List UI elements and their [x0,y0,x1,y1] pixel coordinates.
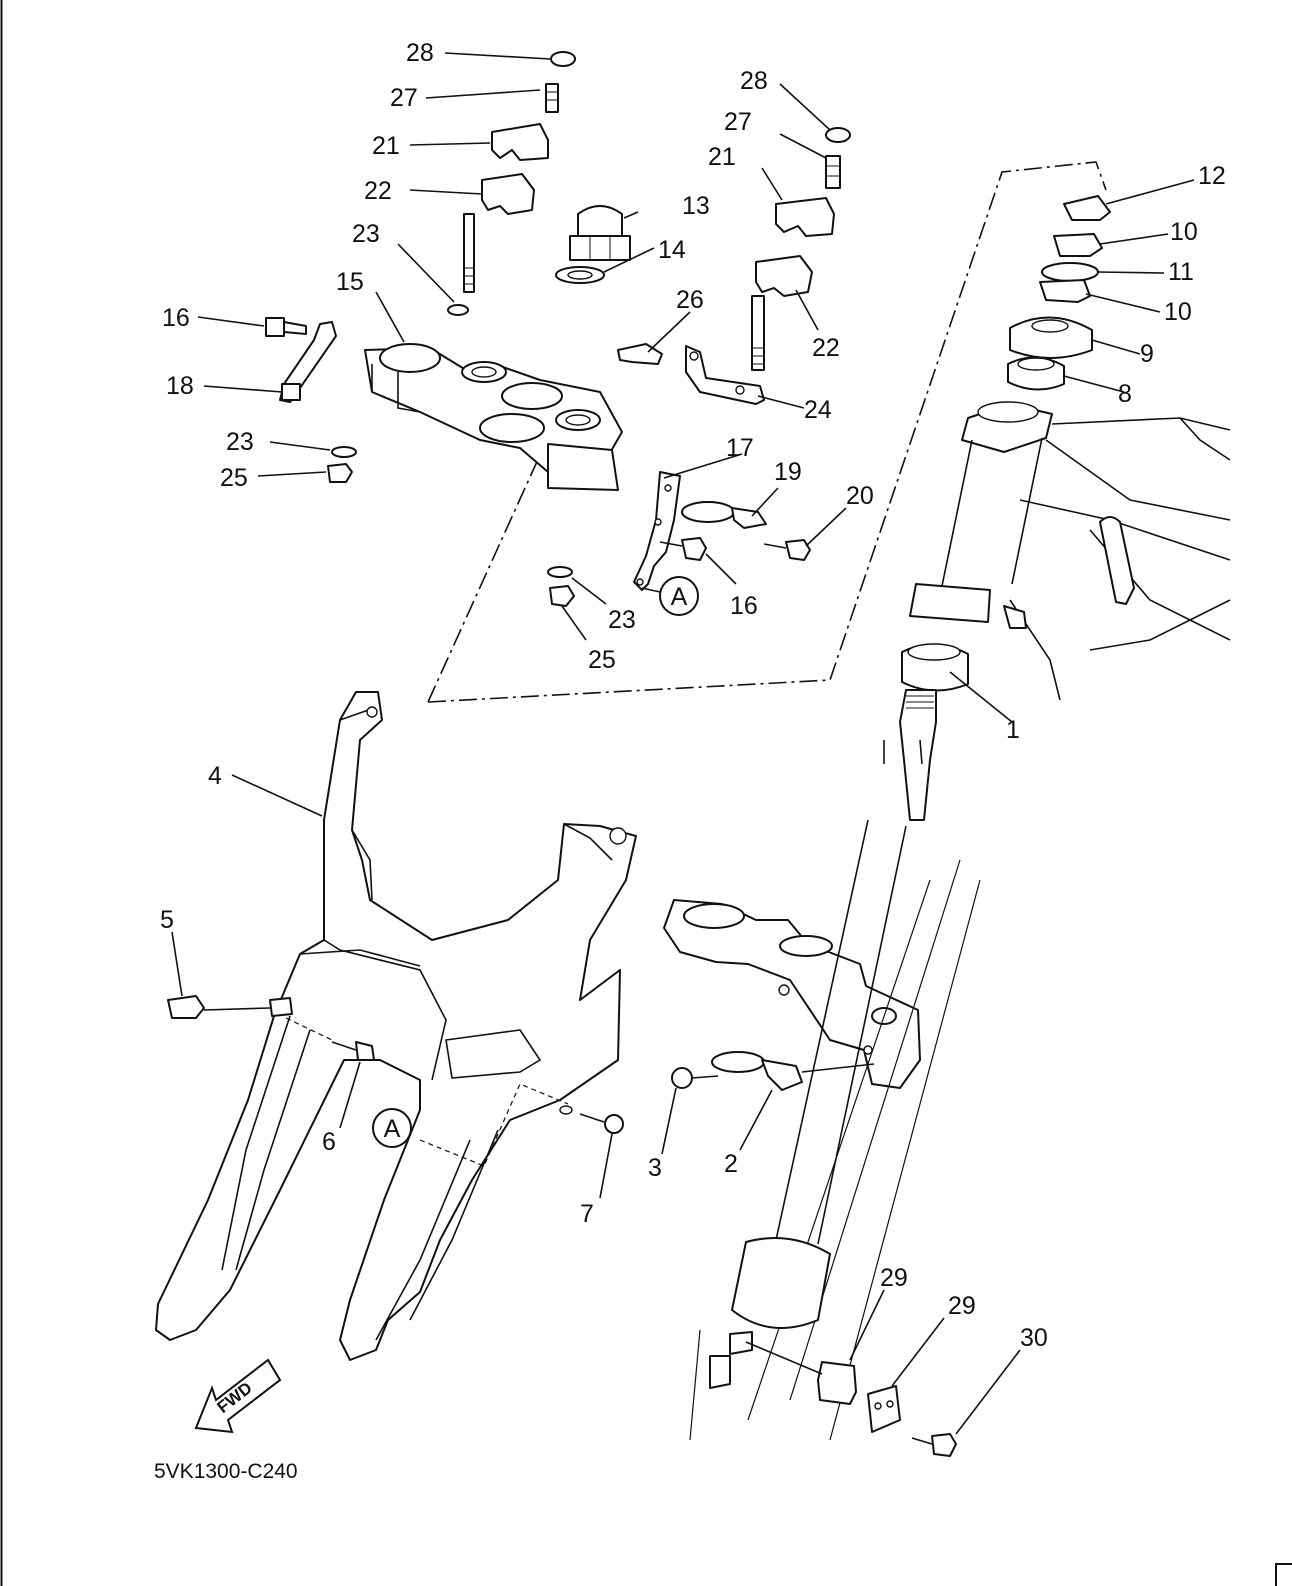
callout-30: 30 [1020,1324,1048,1352]
callout-27-left: 27 [390,84,418,112]
fender-cowling [155,691,637,1361]
exploded-group-outline [427,161,1107,703]
callout-27-right: 27 [724,108,752,136]
lower-bracket-assembly [663,899,921,1089]
callout-18: 18 [166,372,194,400]
nut-5 [167,995,271,1019]
callout-10-upper: 10 [1170,218,1198,246]
bolt-30 [911,1433,957,1457]
view-a-link [419,1083,569,1167]
callout-3: 3 [648,1154,662,1182]
fwd-arrow-icon: FWD [194,1358,282,1434]
callout-20: 20 [846,482,874,510]
callout-13: 13 [682,192,710,220]
callout-25-right: 25 [588,646,616,674]
bolt-3 [671,1067,719,1089]
stem-washer [555,266,605,284]
callout-26: 26 [676,286,704,314]
leader-lines [171,52,1195,1435]
callout-19: 19 [774,458,802,486]
bolt-20 [763,539,811,561]
steering-stem-nut [569,205,631,261]
callout-16-right: 16 [730,592,758,620]
bolt-6 [285,1017,375,1061]
cable-clamp-upper [681,501,767,529]
right-handlebar-holder [751,127,851,371]
exploded-group-left-edge [427,454,541,703]
callout-1: 1 [1006,716,1020,744]
brake-hose-guide [745,1341,901,1433]
left-bracket [265,317,337,403]
callout-4: 4 [208,762,222,790]
callout-6: 6 [322,1128,336,1156]
callout-8: 8 [1118,380,1132,408]
view-marker-label: A [384,1115,401,1143]
view-marker-a-upper: A [641,576,699,616]
lower-bearing [901,643,969,692]
callout-14: 14 [658,236,686,264]
lower-bracket [633,471,681,591]
left-handlebar-holder [463,51,576,293]
callout-11: 11 [1168,258,1194,286]
callout-29-right: 29 [948,1292,976,1320]
frame-corner-mark [1275,1563,1292,1586]
callout-15: 15 [336,268,364,296]
cable-clamp-lower [711,1051,875,1091]
steering-stem [883,689,937,821]
callout-22-right: 22 [812,334,840,362]
figure-code: 5VK1300-C240 [154,1460,298,1483]
callout-25-left: 25 [220,464,248,492]
callout-labels: 1 2 3 4 5 6 7 8 9 10 10 11 12 13 14 15 1… [160,39,1226,1352]
bolt-7 [559,1105,624,1134]
callout-5: 5 [160,906,174,934]
washer-lower-left [327,446,357,483]
callout-21-left: 21 [372,132,400,160]
callout-23-left: 23 [226,428,254,456]
callout-9: 9 [1140,340,1154,368]
cable-holder [617,343,663,365]
callout-12: 12 [1198,162,1226,190]
callout-21-right: 21 [708,143,736,171]
callout-17: 17 [726,434,754,462]
callout-7: 7 [580,1200,594,1228]
callout-23-right: 23 [608,606,636,634]
view-marker-a-lower: A [372,1108,412,1148]
callout-23-upper: 23 [352,220,380,248]
bearing-stack [1007,195,1111,391]
callout-28-right: 28 [740,67,768,95]
washer-lower-right [547,566,575,607]
callout-24: 24 [804,396,832,424]
right-bracket [685,345,765,405]
bolt-16-right [659,537,707,561]
callout-16-left: 16 [162,304,190,332]
fork-tube [689,819,981,1441]
washer-upper-left [447,304,469,316]
callout-2: 2 [724,1150,738,1178]
callout-28-left: 28 [406,39,434,67]
callout-22-left: 22 [364,177,392,205]
upper-bracket [364,343,623,491]
callout-10-lower: 10 [1164,298,1192,326]
frame-head-pipe [909,401,1231,701]
view-marker-label: A [671,583,688,611]
callout-29-left: 29 [880,1264,908,1292]
